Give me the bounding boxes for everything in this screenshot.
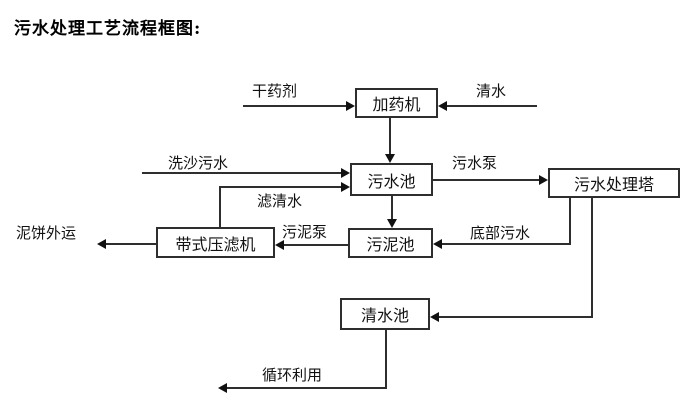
arrow-dry-chemical-line: [243, 105, 346, 107]
label-sand-washing-sewage: 洗沙污水: [168, 154, 229, 172]
arrowhead-right-icon: [346, 101, 355, 111]
node-treatment-tower: 污水处理塔: [548, 168, 680, 198]
arrowhead-right-icon: [341, 168, 350, 178]
arrowhead-left-icon: [97, 239, 106, 249]
arrow-clean-water-line: [447, 105, 537, 107]
arrow-pool-to-sludge-line: [391, 196, 393, 220]
arrow-tower-to-clean-vline: [591, 198, 593, 318]
label-clean-water: 清水: [476, 82, 507, 100]
arrowhead-left-icon: [433, 239, 442, 249]
arrowhead-left-icon: [275, 240, 284, 250]
arrow-bottom-sewage-line: [442, 243, 571, 245]
label-recycling: 循环利用: [262, 366, 323, 384]
label-mud-cake-out: 泥饼外运: [16, 224, 77, 242]
node-sewage-pool: 污水池: [350, 163, 433, 196]
arrow-filtered-water-vline: [219, 187, 221, 227]
arrow-recycling-vline: [385, 330, 387, 389]
arrow-tower-to-clean-line: [439, 316, 593, 318]
arrow-sludge-pump-line: [284, 244, 348, 246]
node-sludge-pool: 污泥池: [348, 228, 433, 258]
arrow-filtered-water-line: [219, 186, 341, 188]
arrow-bottom-sewage-vline: [569, 198, 571, 245]
label-bottom-sewage: 底部污水: [470, 224, 531, 242]
arrowhead-left-icon: [430, 312, 439, 322]
page-title: 污水处理工艺流程框图:: [14, 19, 202, 39]
label-dry-chemical: 干药剂: [252, 82, 298, 100]
arrowhead-left-icon: [438, 101, 447, 111]
node-dosing-machine: 加药机: [355, 88, 438, 118]
arrowhead-down-icon: [387, 219, 397, 228]
arrow-sewage-pump-line: [433, 179, 539, 181]
arrow-dosing-down-line: [389, 118, 391, 155]
arrow-mud-cake-line: [106, 243, 156, 245]
node-clean-water-pool: 清水池: [340, 298, 430, 330]
label-sewage-pump: 污水泵: [452, 154, 498, 172]
label-sludge-pump: 污泥泵: [282, 223, 328, 241]
arrow-sand-washing-line: [142, 172, 341, 174]
arrowhead-right-icon: [539, 175, 548, 185]
arrowhead-left-icon: [218, 383, 227, 393]
label-filtered-water: 滤清水: [257, 192, 303, 210]
arrowhead-down-icon: [385, 154, 395, 163]
arrow-recycling-line: [227, 387, 387, 389]
node-belt-filter-press: 带式压滤机: [156, 227, 275, 258]
arrowhead-right-icon: [341, 182, 350, 192]
